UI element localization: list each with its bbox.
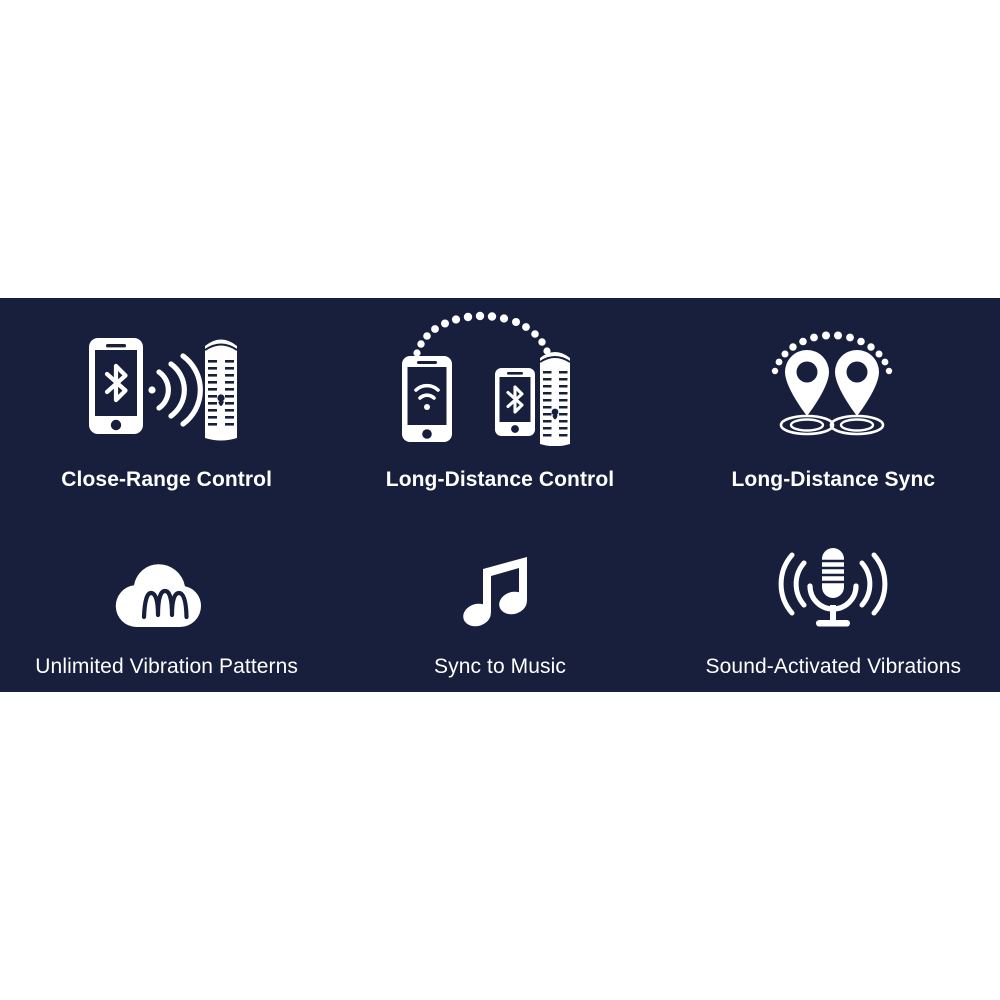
map-pin-right bbox=[830, 350, 885, 436]
music-note-icon bbox=[463, 557, 527, 627]
feature-label: Sync to Music bbox=[433, 655, 566, 678]
icon-wrap bbox=[768, 543, 898, 633]
feature-label: Close-Range Control bbox=[61, 468, 273, 491]
feature-long-distance-control[interactable]: Long-Distance Control bbox=[333, 306, 666, 506]
dotted-arc bbox=[772, 331, 893, 375]
feature-label: Sound-Activated Vibrations bbox=[705, 655, 962, 678]
feature-banner: Close-Range Control bbox=[0, 298, 1000, 692]
feature-unlimited-vibration-patterns[interactable]: Unlimited Vibration Patterns bbox=[0, 543, 333, 688]
feature-row-bottom: Unlimited Vibration Patterns Sync to Mus… bbox=[0, 543, 1000, 688]
icon-wrap bbox=[102, 543, 232, 633]
two-map-pins-arc-icon bbox=[772, 331, 893, 436]
phone-wifi-arc-phone-bluetooth-device-icon bbox=[401, 311, 571, 446]
feature-label: Long-Distance Sync bbox=[731, 468, 936, 491]
icon-wrap bbox=[67, 306, 267, 446]
feature-long-distance-sync[interactable]: Long-Distance Sync bbox=[667, 306, 1000, 506]
icon-wrap bbox=[390, 306, 610, 446]
dotted-arc bbox=[413, 311, 554, 364]
feature-close-range-control[interactable]: Close-Range Control bbox=[0, 306, 333, 506]
feature-row-top: Close-Range Control bbox=[0, 306, 1000, 506]
icon-wrap bbox=[733, 306, 933, 446]
microphone-soundwaves-icon bbox=[778, 548, 888, 627]
map-pin-left bbox=[780, 350, 835, 436]
feature-label: Long-Distance Control bbox=[385, 468, 615, 491]
phone-bluetooth-signal-device-icon bbox=[88, 338, 238, 441]
feature-label: Unlimited Vibration Patterns bbox=[35, 655, 299, 678]
feature-sound-activated-vibrations[interactable]: Sound-Activated Vibrations bbox=[667, 543, 1000, 688]
icon-wrap bbox=[455, 543, 545, 633]
feature-sync-to-music[interactable]: Sync to Music bbox=[333, 543, 666, 688]
cloud-waveform-icon bbox=[115, 564, 201, 627]
